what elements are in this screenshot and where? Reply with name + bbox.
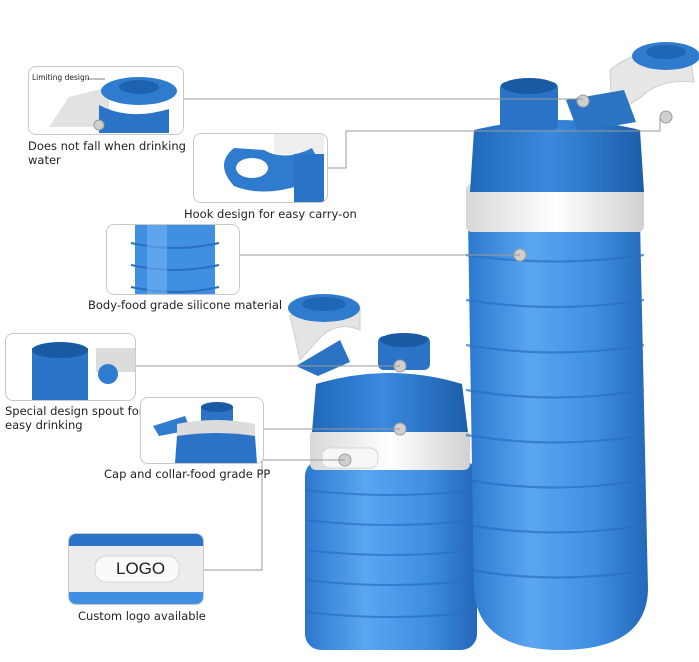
callout-spout-design <box>5 333 136 401</box>
silicone-material-caption: Body-food grade silicone material <box>88 298 283 312</box>
callout-cap-collar <box>140 397 264 464</box>
callout-silicone-material <box>106 224 240 295</box>
spout-closeup-icon <box>32 342 135 400</box>
callout-limiting-design: Limiting design <box>28 66 184 135</box>
collar-closeup-icon <box>69 534 203 604</box>
limiting-design-label: Limiting design <box>32 73 90 82</box>
silicone-closeup-icon <box>130 225 220 294</box>
cap-collar-caption: Cap and collar-food grade PP <box>104 467 271 481</box>
hook-design-caption: Hook design for easy carry-on <box>184 207 357 221</box>
logo-text: LOGO <box>116 559 166 578</box>
hook-closeup-icon <box>224 134 324 202</box>
spout-design-caption: Special design spout for easy drinking <box>5 404 144 432</box>
custom-logo-caption: Custom logo available <box>78 609 206 623</box>
short-bottle <box>288 294 478 650</box>
cap-closeup-icon <box>153 402 257 463</box>
callout-hook-design <box>193 133 328 203</box>
limiting-design-caption: Does not fall when drinking water <box>28 139 186 167</box>
tall-bottle <box>465 42 699 650</box>
lid-closeup-icon <box>49 77 177 133</box>
callout-custom-logo: LOGO <box>68 533 204 605</box>
